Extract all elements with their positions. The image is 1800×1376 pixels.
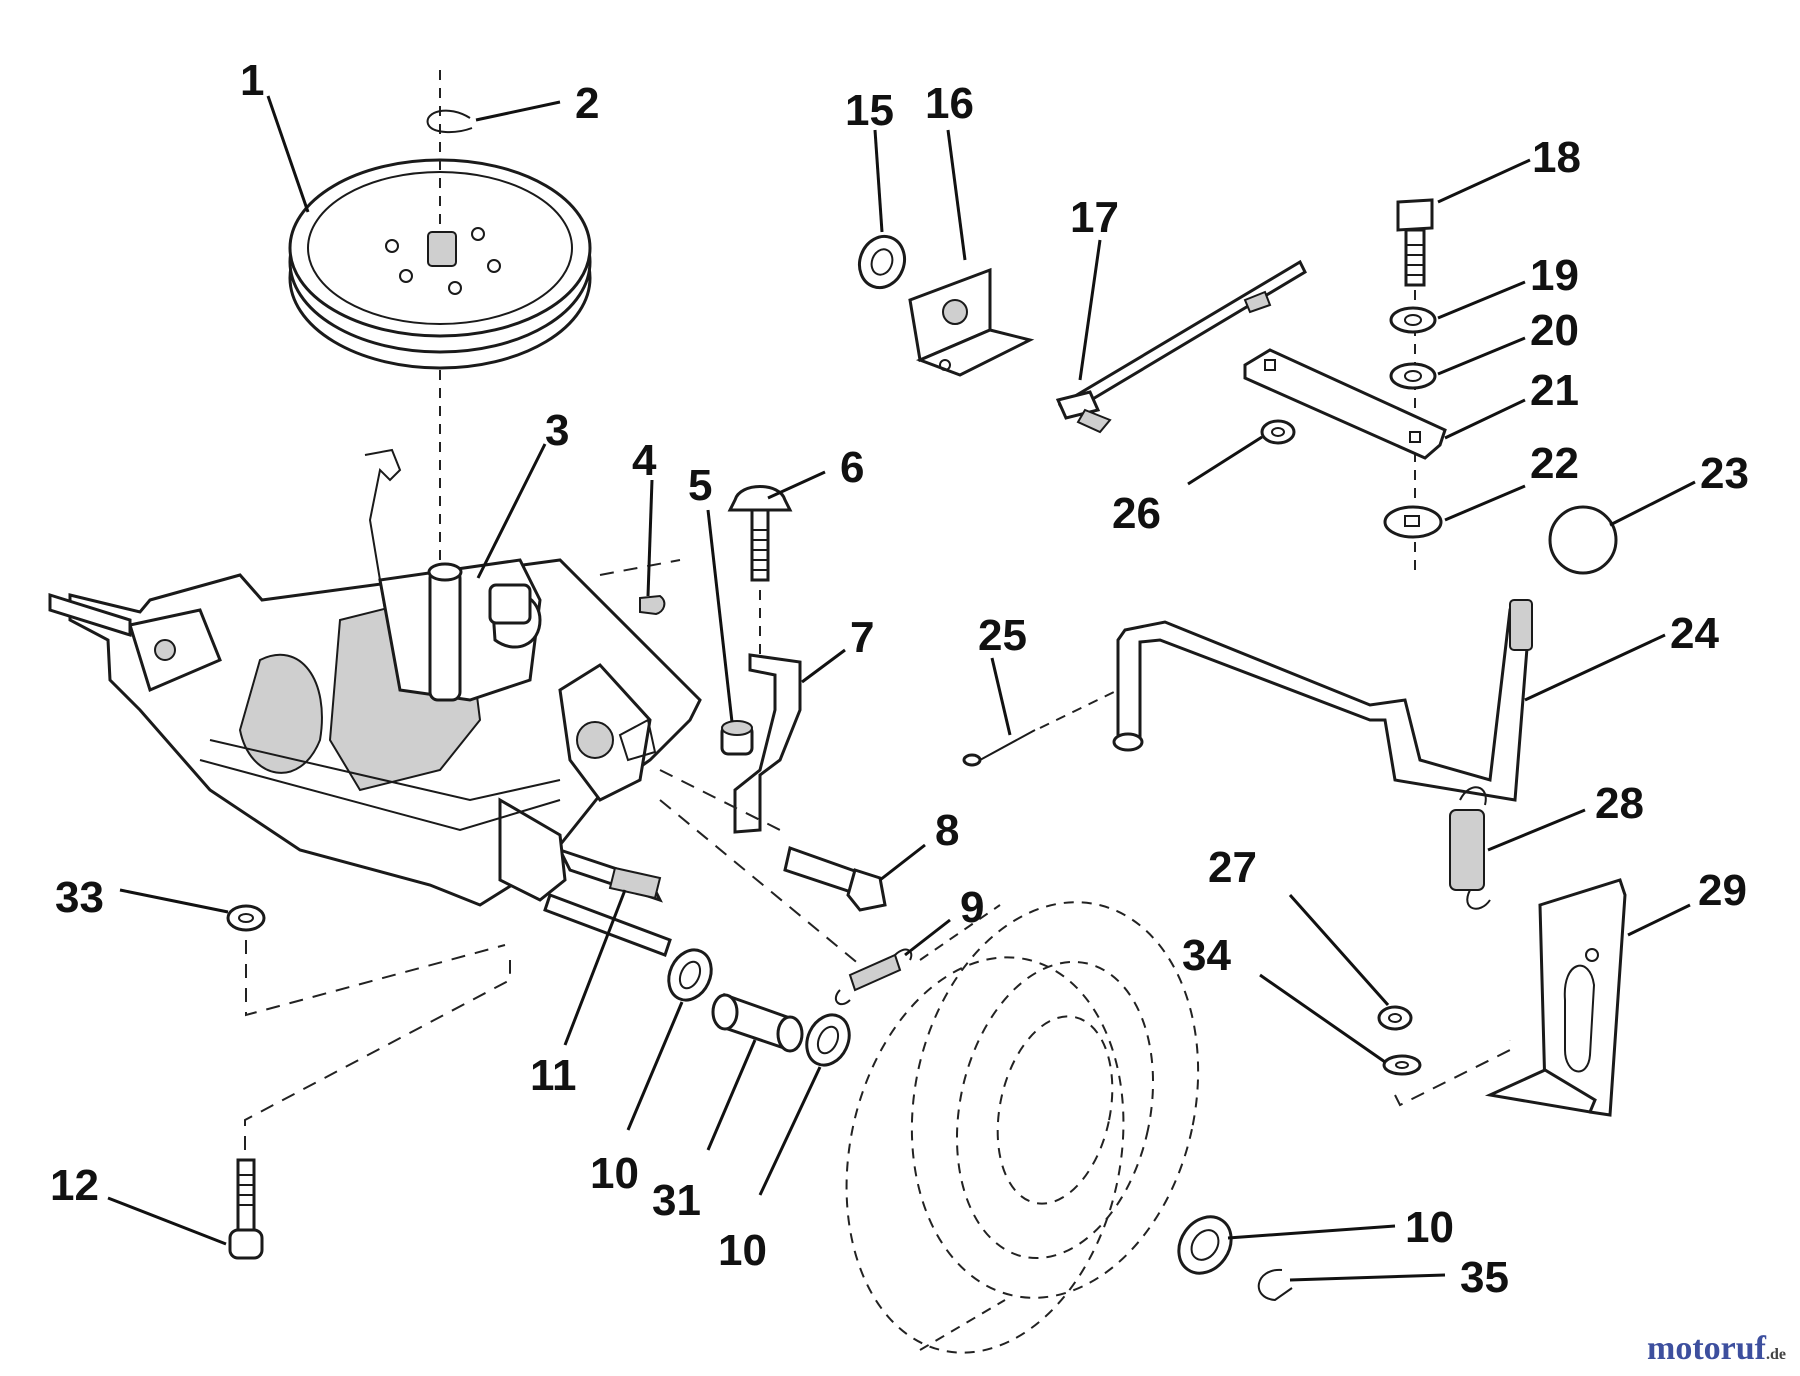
callout-11: 11 — [530, 1051, 577, 1100]
washer-part — [1177, 1215, 1233, 1275]
callout-28: 28 — [1595, 779, 1644, 828]
callout-10-middle: 10 — [718, 1226, 767, 1275]
callout-31: 31 — [652, 1176, 701, 1225]
watermark-tld: .de — [1766, 1346, 1786, 1363]
knob-part — [1548, 505, 1618, 575]
callout-33: 33 — [55, 873, 104, 922]
callout-34: 34 — [1182, 931, 1231, 980]
axle-key-part — [543, 866, 672, 957]
callout-10-left: 10 — [590, 1149, 639, 1198]
spacer-tube-part — [711, 992, 804, 1053]
hex-bolt-part — [783, 846, 887, 912]
callout-24: 24 — [1670, 609, 1719, 658]
hex-bolt-part — [1396, 198, 1434, 287]
callout-17: 17 — [1070, 193, 1119, 242]
e-clip-part — [426, 109, 473, 134]
washer-part — [1389, 306, 1437, 334]
callout-23: 23 — [1700, 449, 1749, 498]
link-plate-part — [1243, 348, 1447, 460]
nut-part — [1260, 419, 1296, 445]
pivot-bracket-part — [1484, 878, 1627, 1117]
callout-labels: 1 2 3 4 5 6 7 8 9 10 10 10 11 12 15 16 1… — [50, 56, 1749, 1302]
tension-spring-part — [1449, 786, 1491, 910]
callout-26: 26 — [1112, 489, 1161, 538]
callout-16: 16 — [925, 79, 974, 128]
callout-2: 2 — [575, 79, 599, 128]
callout-20: 20 — [1530, 306, 1579, 355]
angle-bracket-part — [908, 267, 1035, 377]
watermark-logo: motoruf.de — [1647, 1330, 1786, 1368]
callout-15: 15 — [845, 86, 894, 135]
callout-18: 18 — [1532, 133, 1581, 182]
callout-27: 27 — [1208, 843, 1257, 892]
callout-22: 22 — [1530, 439, 1579, 488]
callout-4: 4 — [632, 436, 657, 485]
shift-lever-part — [1112, 599, 1533, 802]
bracket-part — [733, 653, 802, 834]
washer-part — [1389, 362, 1437, 390]
cotter-pin-part — [962, 729, 1036, 767]
pulley-part — [288, 158, 592, 370]
callout-5: 5 — [688, 461, 712, 510]
socket-bolt-part — [228, 1158, 264, 1260]
callout-25: 25 — [978, 611, 1027, 660]
key-part — [639, 594, 666, 616]
spring-part — [834, 948, 913, 1006]
callout-10-right: 10 — [1405, 1203, 1454, 1252]
washer-part — [805, 1013, 851, 1067]
spacer-part — [720, 720, 754, 756]
washer-part — [667, 948, 713, 1002]
callout-9: 9 — [960, 883, 984, 932]
shift-rod-part — [1055, 259, 1307, 434]
square-washer-part — [1383, 505, 1443, 539]
callout-21: 21 — [1530, 366, 1579, 415]
leader-lines — [107, 95, 1696, 1282]
flat-washer-part — [857, 234, 907, 290]
callout-29: 29 — [1698, 866, 1747, 915]
callout-6: 6 — [840, 443, 864, 492]
callout-3: 3 — [545, 406, 569, 455]
callout-19: 19 — [1530, 251, 1579, 300]
callout-1: 1 — [240, 56, 264, 105]
e-clip-part — [1257, 1268, 1293, 1302]
callout-12: 12 — [50, 1161, 99, 1210]
nut-part — [226, 904, 266, 932]
callout-35: 35 — [1460, 1253, 1509, 1302]
lock-washer-part — [1382, 1054, 1422, 1076]
carriage-bolt-part — [727, 485, 793, 582]
wheel-phantom — [845, 901, 1200, 1354]
callout-8: 8 — [935, 806, 959, 855]
transaxle-part — [48, 448, 702, 907]
watermark-brand: motoruf — [1647, 1330, 1766, 1367]
callout-7: 7 — [850, 613, 874, 662]
nut-part — [1377, 1005, 1413, 1031]
